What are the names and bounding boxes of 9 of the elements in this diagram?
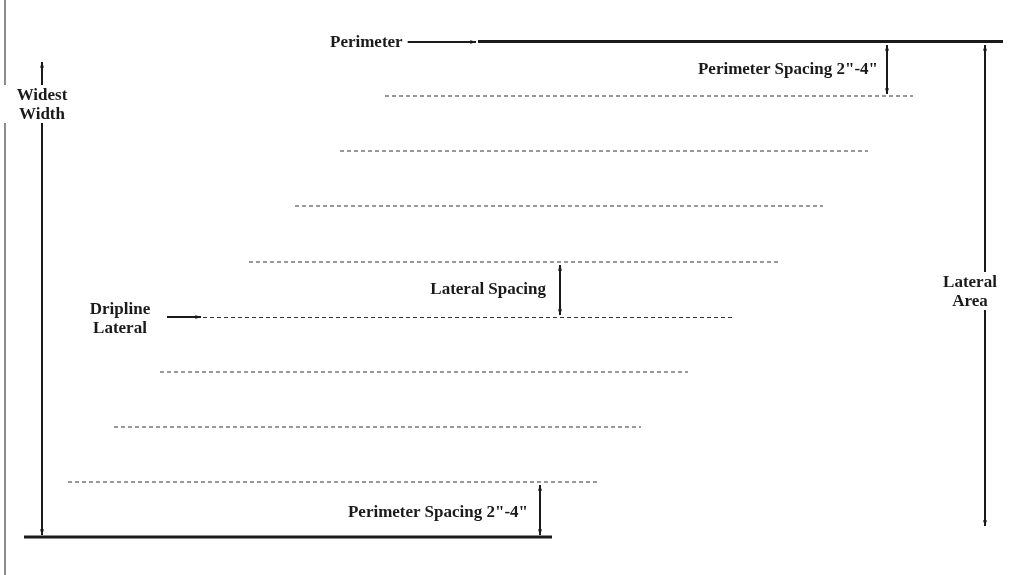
perimeter-line xyxy=(478,40,1003,43)
dimension-label: Perimeter Spacing 2"-4" xyxy=(347,502,528,521)
dimension-label: Perimeter Spacing 2"-4" xyxy=(697,59,878,78)
arrow xyxy=(167,314,201,320)
arrow xyxy=(407,39,476,45)
callout-label: Perimeter xyxy=(330,32,403,51)
dripline-lateral-line xyxy=(203,317,733,318)
dimension-label: Lateral Spacing xyxy=(430,279,546,298)
callout-label: Dripline Lateral xyxy=(78,299,162,337)
